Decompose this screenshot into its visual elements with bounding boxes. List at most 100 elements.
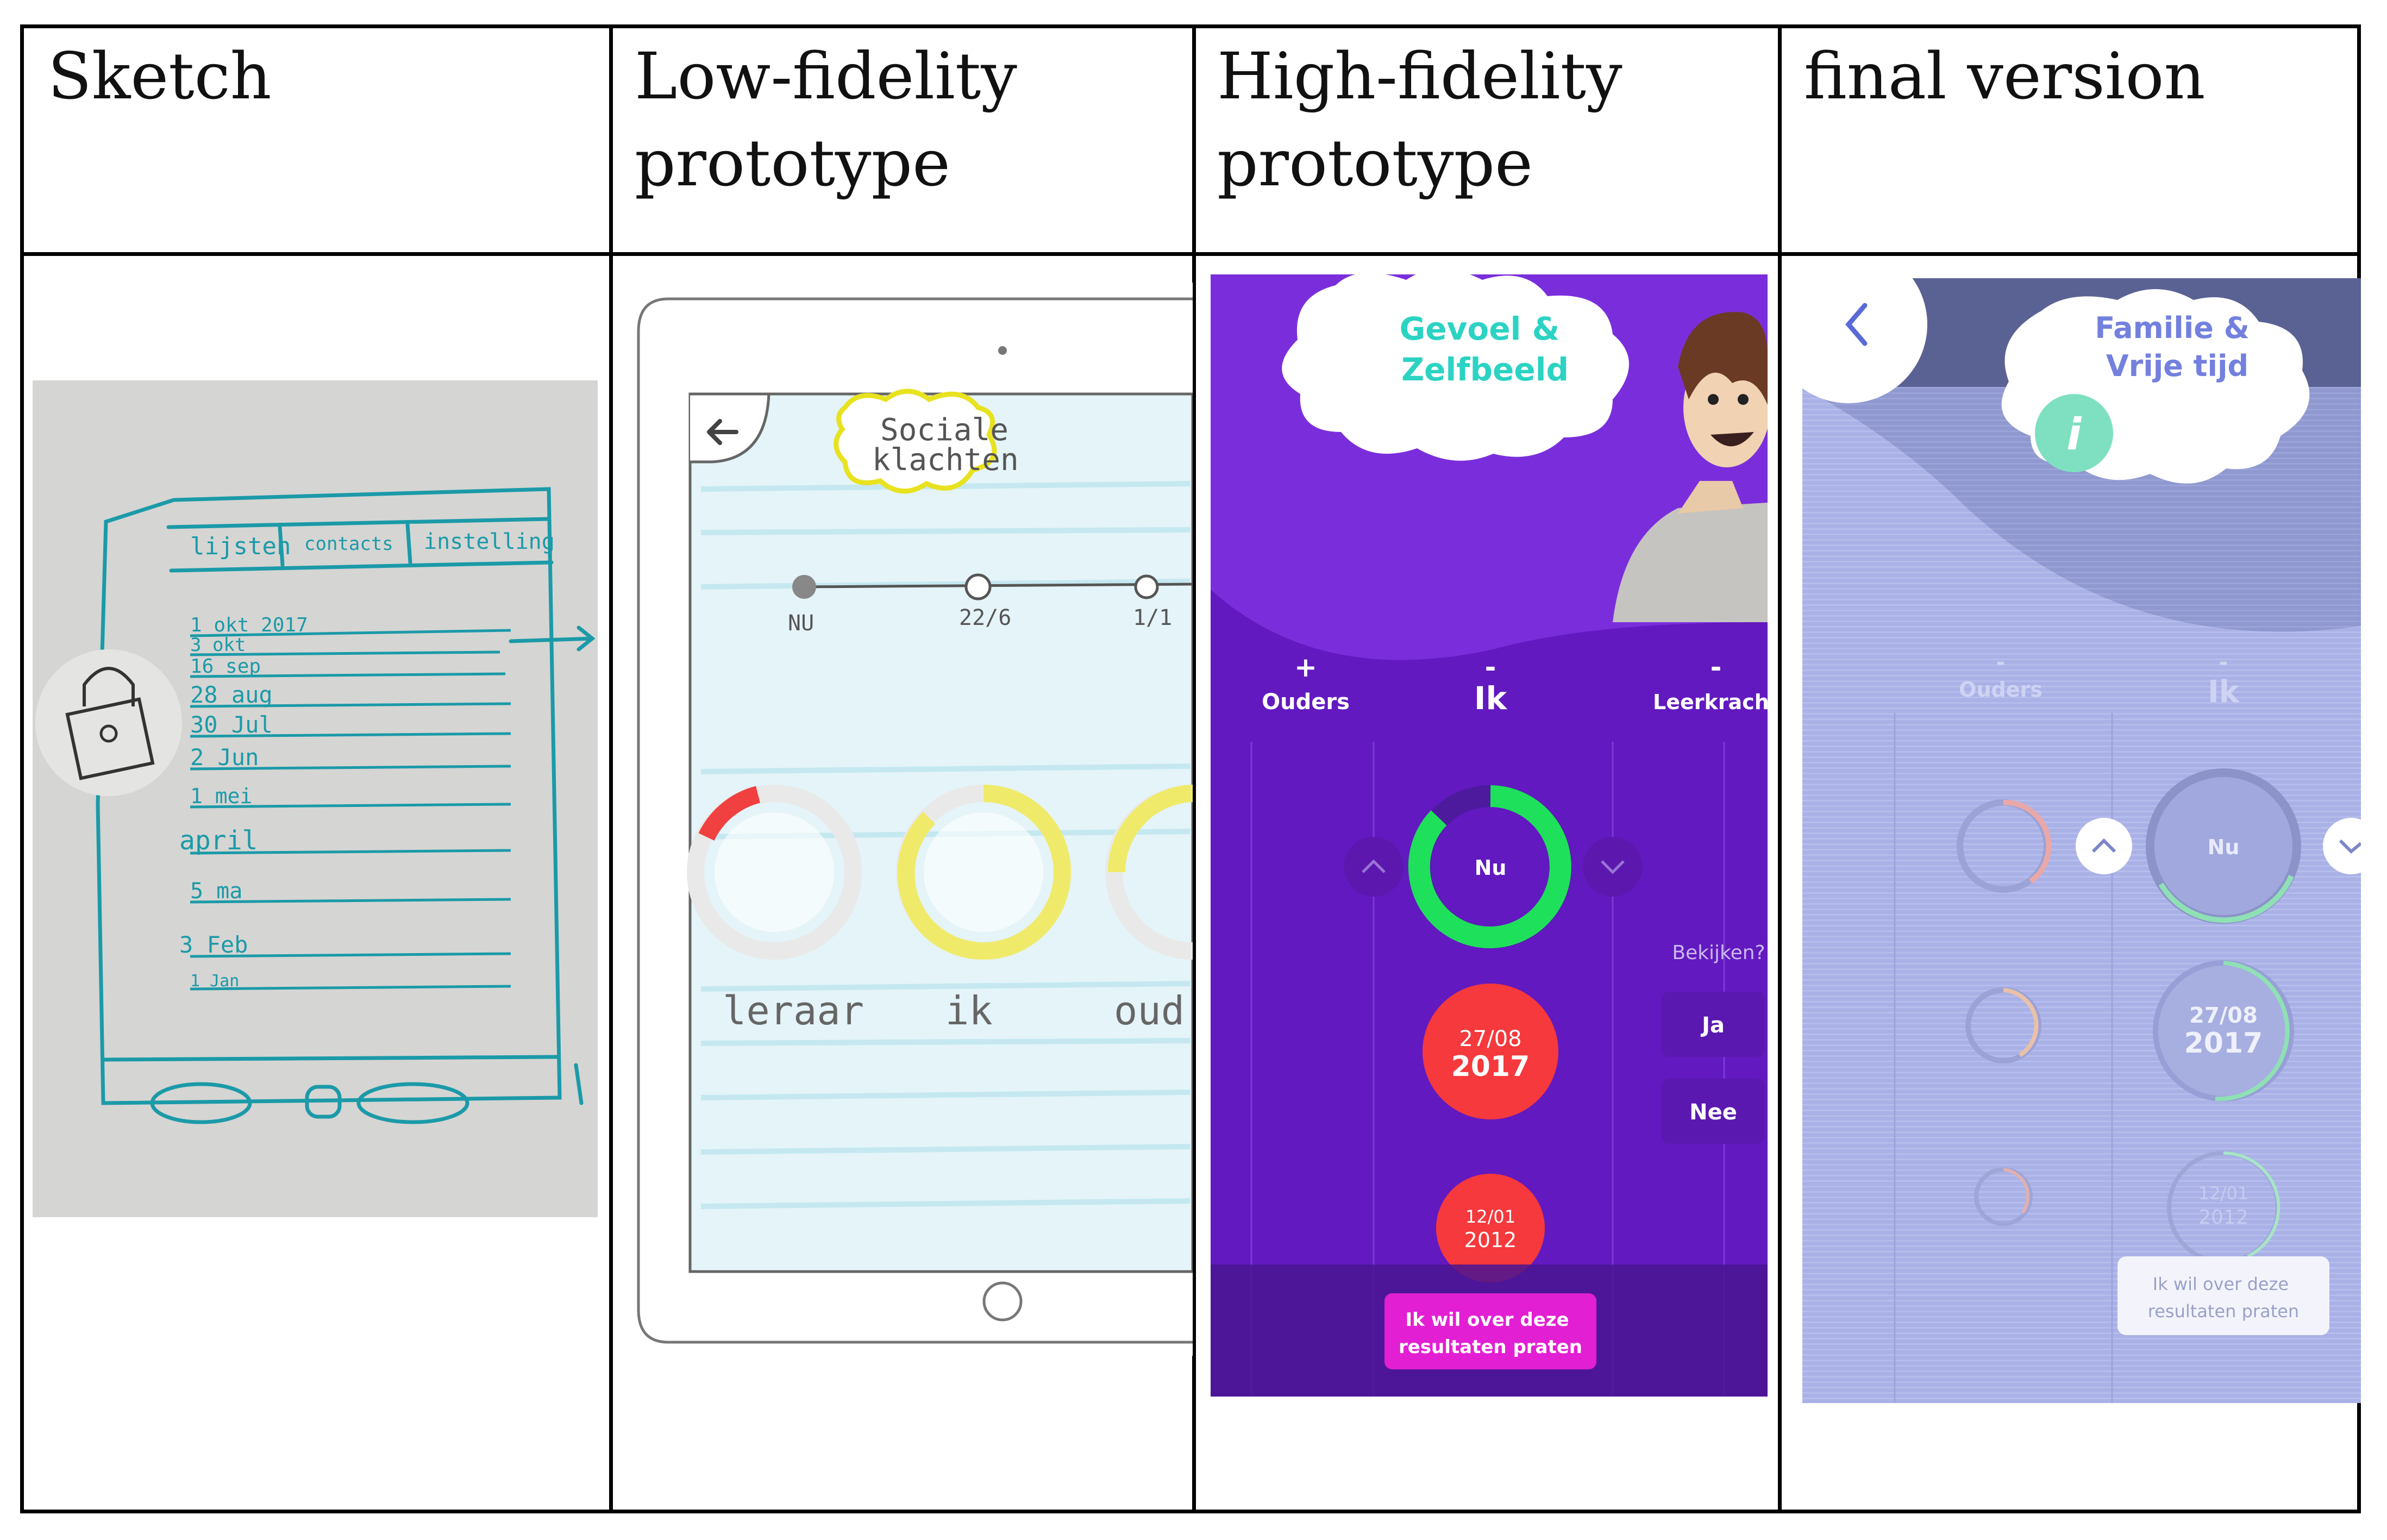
date-circle-2012[interactable] xyxy=(1436,1174,1545,1282)
sketch-date: april xyxy=(179,825,258,856)
chevron-left-icon xyxy=(1845,303,1868,346)
back-arrow-icon[interactable] xyxy=(707,419,738,445)
sketched-edge xyxy=(574,1063,584,1105)
timeline-node[interactable] xyxy=(964,573,992,600)
sketched-arrow xyxy=(509,625,596,652)
sketch-date: 1 okt 2017 xyxy=(190,614,308,636)
ring-leraar xyxy=(687,785,862,960)
sketched-button-right xyxy=(356,1082,469,1124)
sketched-list-lines xyxy=(190,629,511,991)
high-fidelity-image: Gevoel & Zelfbeeld + Ouders - Ik - Leerk… xyxy=(1211,274,1768,1397)
final-cloud-title: Familie & Vrije tijd xyxy=(2095,311,2259,383)
sketch-tab-1: lijsten xyxy=(190,533,291,560)
column-divider xyxy=(609,28,613,1510)
tablet-outline xyxy=(637,297,1193,1344)
chevron-up-icon[interactable] xyxy=(2076,818,2132,874)
date-ring-2017[interactable] xyxy=(2153,960,2294,1101)
tablet-camera xyxy=(998,346,1007,355)
timeline-node-now[interactable] xyxy=(792,575,816,599)
sketched-home-button xyxy=(305,1085,342,1119)
ring-oud xyxy=(1105,785,1193,960)
chevron-down-icon[interactable] xyxy=(1583,837,1643,897)
timeline-node[interactable] xyxy=(1134,574,1159,599)
ring-label-ik: ik xyxy=(945,988,993,1034)
hifi-column-guides xyxy=(1250,742,1725,1397)
photo-background xyxy=(33,380,598,1217)
final-col-ik[interactable]: Ik xyxy=(2208,674,2240,710)
bekijken-question: Bekijken? xyxy=(1672,942,1765,964)
hifi-col-ouders[interactable]: Ouders xyxy=(1262,690,1350,715)
final-talk-results-button[interactable] xyxy=(2117,1256,2329,1335)
timeline-label: NU xyxy=(788,611,814,636)
faded-ring-ouders xyxy=(1965,987,2041,1063)
cloud-line-1: Sociale xyxy=(880,412,1008,448)
final-col-ouders[interactable]: Ouders xyxy=(1959,678,2043,702)
sketched-tab-dividers xyxy=(278,522,412,567)
chevron-down-icon[interactable] xyxy=(2323,818,2361,874)
character-illustration xyxy=(1613,312,1768,622)
sketch-date: 3 okt xyxy=(190,634,246,656)
hifi-col-ik[interactable]: Ik xyxy=(1474,680,1508,717)
sketch-tab-2: contacts xyxy=(304,533,393,555)
sketched-tab-line xyxy=(166,517,551,529)
hifi-col-sign: - xyxy=(1485,652,1496,683)
sketched-bottom-bar xyxy=(101,1055,559,1062)
sketch-date: 5 ma xyxy=(190,879,242,904)
nee-label: Nee xyxy=(1689,1100,1737,1125)
timeline-line xyxy=(804,583,1193,589)
nee-button[interactable] xyxy=(1662,1079,1765,1144)
final-col-sign: - xyxy=(2219,650,2228,675)
talk-results-button[interactable] xyxy=(1384,1293,1596,1369)
tablet-home-button xyxy=(982,1281,1023,1322)
sketch-tab-3: instelling xyxy=(424,529,555,554)
sketch-date: 30 Jul xyxy=(190,711,273,738)
sketch-date: 2 Jun xyxy=(190,744,259,771)
header-low-fidelity: Low-fidelity prototype xyxy=(635,39,1017,201)
final-date-day: 12/01 xyxy=(2198,1183,2248,1204)
column-divider xyxy=(1192,28,1196,1510)
ring-label-oud: oud xyxy=(1114,988,1185,1034)
ring-label-leraar: leraar xyxy=(723,988,864,1034)
talk-results-label: Ik wil over deze resultaten praten xyxy=(1399,1309,1582,1358)
sketched-phone-outline xyxy=(96,487,562,1105)
low-fidelity-image: Sociale klachten NU 22/6 1/1 leraar ik o… xyxy=(625,283,1193,1356)
date-year: 2017 xyxy=(1451,1050,1530,1083)
date-day: 12/01 xyxy=(1465,1206,1515,1227)
hifi-col-leerkracht[interactable]: Leerkracht xyxy=(1653,690,1768,714)
final-col-sign: - xyxy=(1996,650,2006,675)
header-high-fidelity: High-fidelity prototype xyxy=(1217,39,1622,201)
ring-nu[interactable] xyxy=(2146,768,2301,924)
sketch-date: 1 mei xyxy=(190,784,252,808)
final-date-day: 27/08 xyxy=(2189,1003,2258,1028)
final-date-year: 2012 xyxy=(2198,1206,2248,1229)
cloud-line-2: klachten xyxy=(872,442,1019,478)
info-glyph: i xyxy=(2066,409,2082,460)
back-button[interactable] xyxy=(1802,278,1927,403)
hifi-col-sign: + xyxy=(1294,652,1317,683)
back-circle xyxy=(690,392,770,464)
header-divider xyxy=(24,252,2357,256)
ja-label: Ja xyxy=(1700,1013,1725,1038)
sketch-date: 16 sep xyxy=(190,655,261,678)
info-icon[interactable] xyxy=(2035,394,2113,472)
date-circle-2017[interactable] xyxy=(1423,984,1558,1119)
sketch-image: lijsten contacts instelling 1 okt 2017 3… xyxy=(33,380,598,1217)
cloud-sociale-klachten xyxy=(834,389,997,494)
column-divider xyxy=(1778,28,1782,1510)
sketched-button-left xyxy=(150,1082,252,1124)
ring-nu[interactable] xyxy=(1408,785,1572,948)
sketch-date: 1 Jan xyxy=(190,972,239,991)
ja-button[interactable] xyxy=(1662,992,1765,1057)
final-version-image: Familie & Vrije tijd i - Ouders - Ik Nu … xyxy=(1802,278,2361,1403)
faded-ring-ouders xyxy=(1957,799,2052,893)
date-day: 27/08 xyxy=(1459,1026,1521,1051)
ring-nu-label: Nu xyxy=(1475,856,1507,880)
cloud-gevoel-zelfbeeld xyxy=(1282,274,1629,461)
header-sketch: Sketch xyxy=(48,39,272,114)
final-date-year: 2017 xyxy=(2184,1027,2263,1060)
final-ring-nu-label: Nu xyxy=(2208,835,2240,859)
header-final-version: final version xyxy=(1804,39,2206,114)
chevron-up-icon[interactable] xyxy=(1344,837,1404,897)
timeline-label: 1/1 xyxy=(1133,605,1172,630)
date-year: 2012 xyxy=(1464,1228,1517,1252)
